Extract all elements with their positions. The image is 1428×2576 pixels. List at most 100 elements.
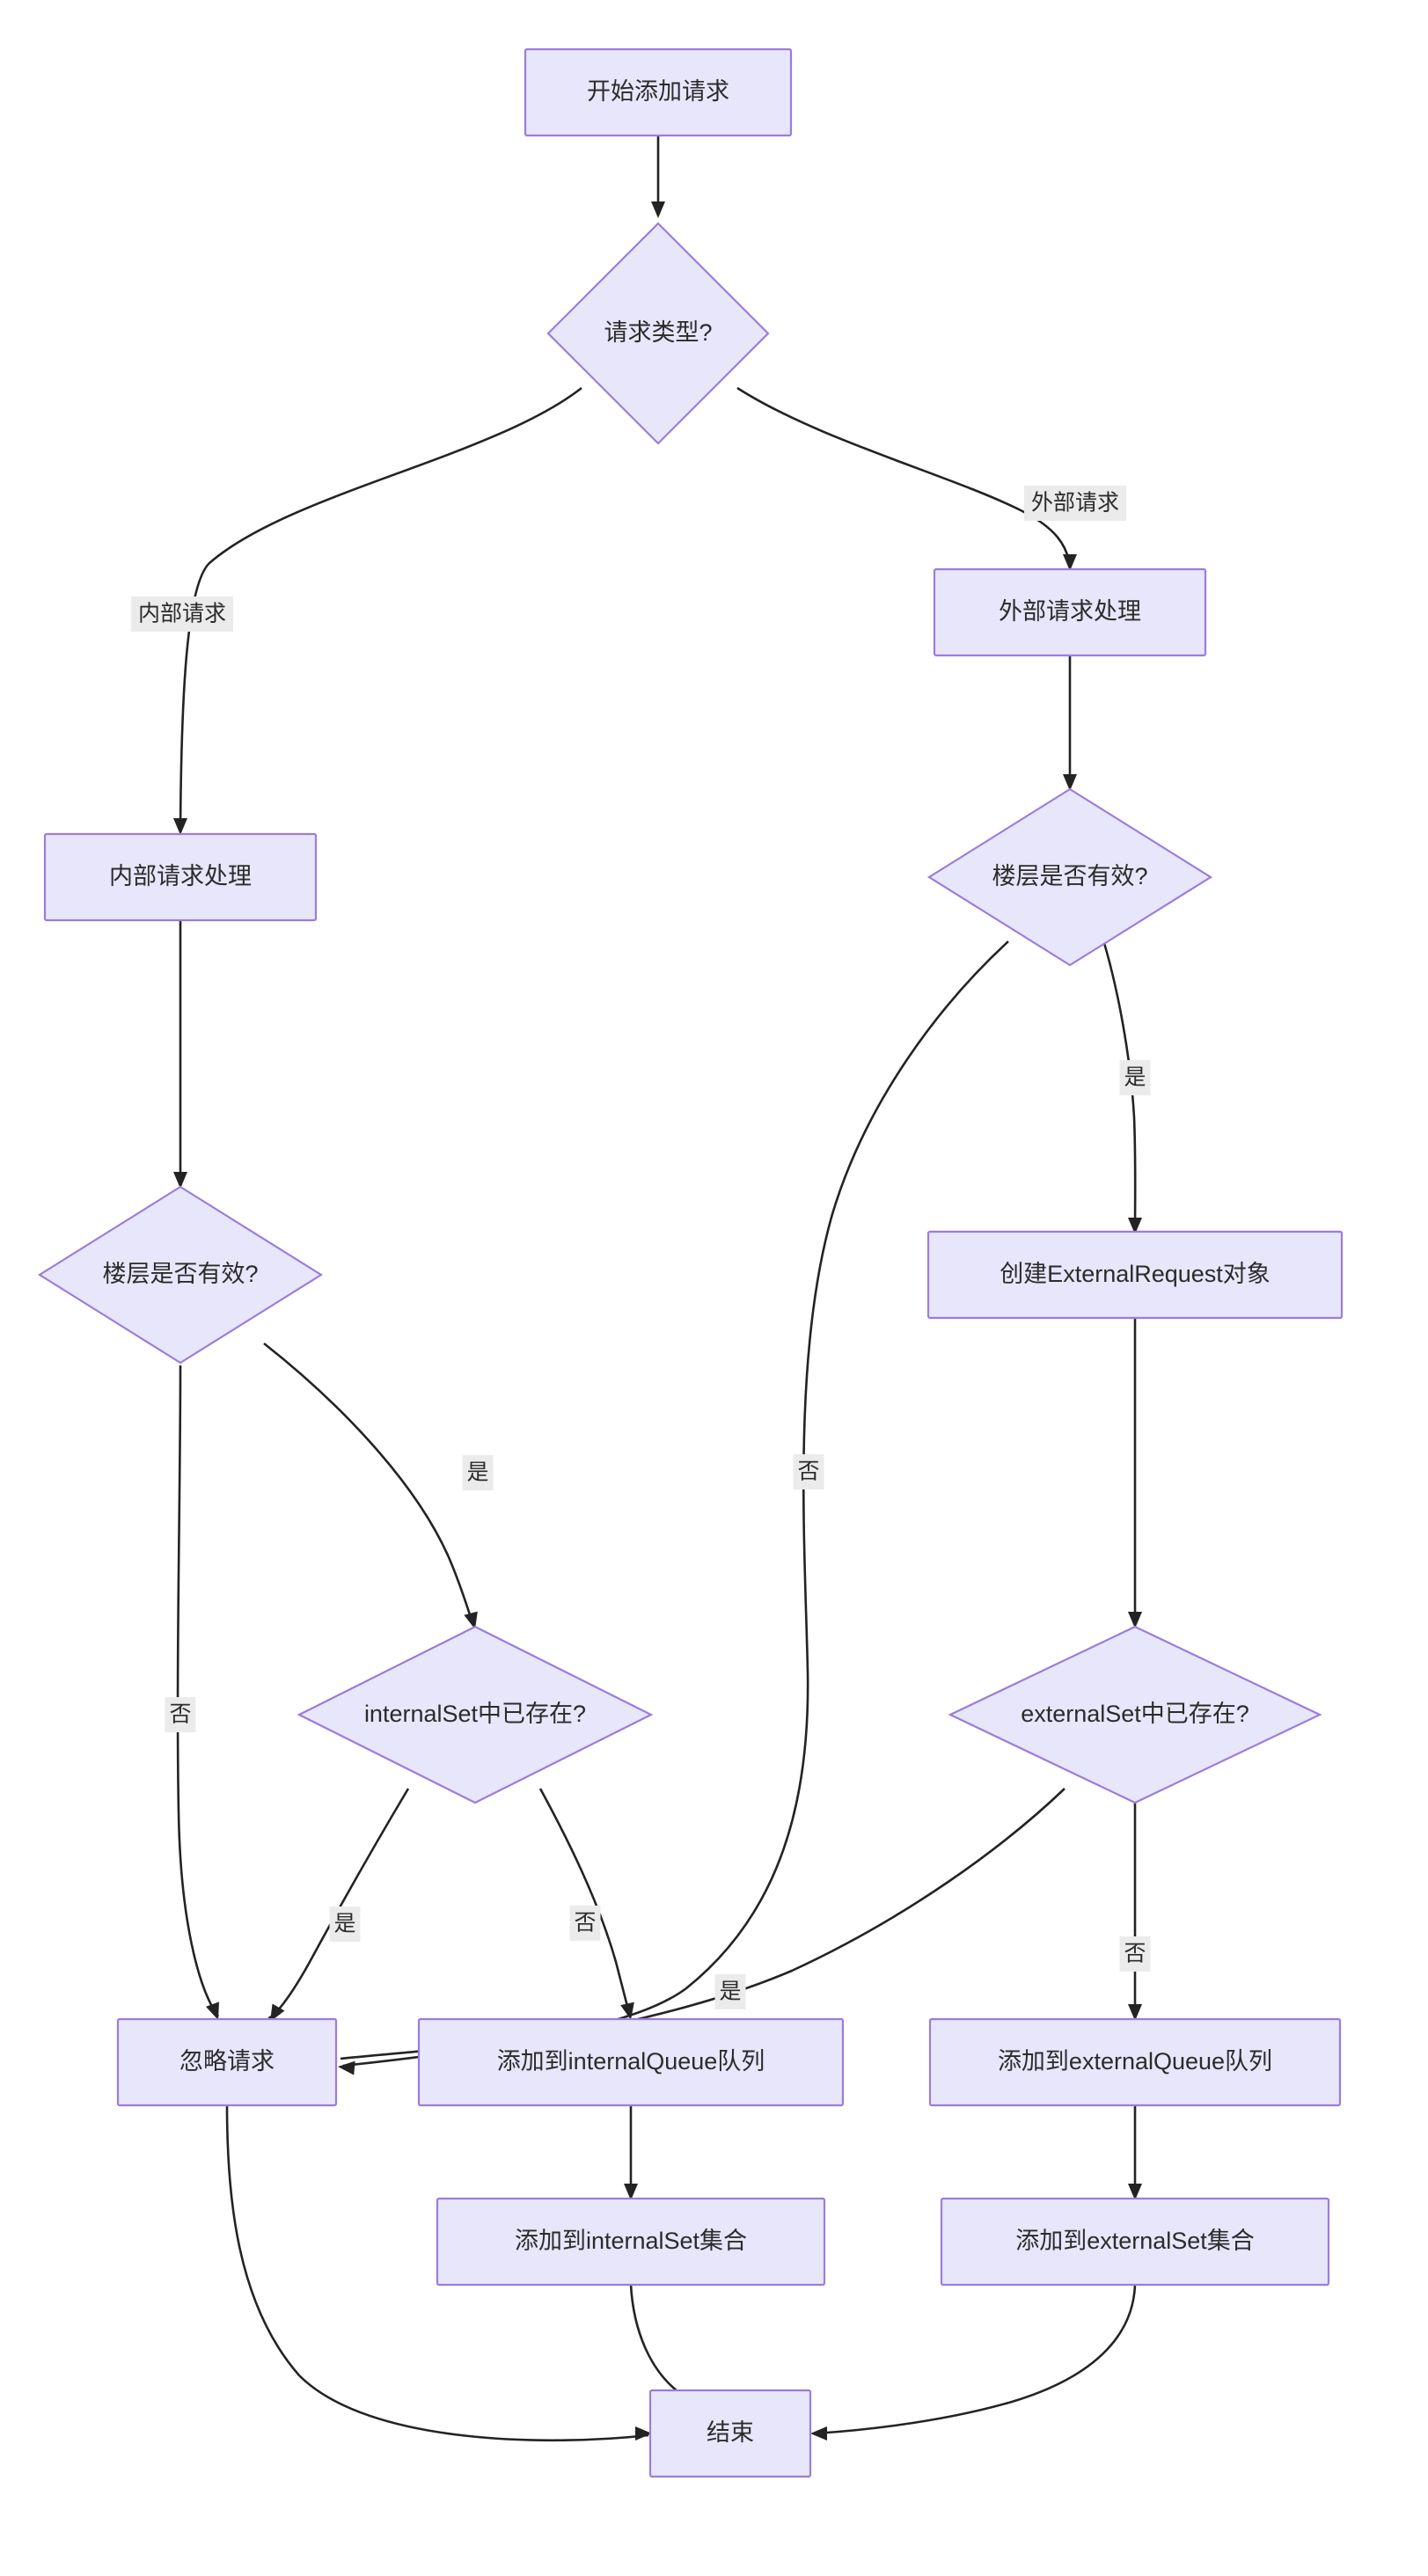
node-ignore[interactable]: 忽略请求 <box>116 2017 338 2107</box>
arrowhead-a-createext <box>1128 1218 1142 1234</box>
node-label-start: 开始添加请求 <box>587 78 729 105</box>
edge-label-text: 是 <box>333 1912 355 1936</box>
edge-label-extsetcheck-to-ignore: 是 <box>714 1974 746 2009</box>
node-extset[interactable]: 添加到externalSet集合 <box>940 2197 1330 2287</box>
arrowhead-a-intset <box>624 2184 638 2200</box>
edge-label-background <box>714 1974 746 2009</box>
edge-label-text: 否 <box>1124 1942 1146 1966</box>
node-extproc[interactable]: 外部请求处理 <box>933 567 1207 657</box>
node-shape-rect <box>116 2017 338 2107</box>
node-shape-rect <box>926 1230 1344 1320</box>
edge-e-extset-end <box>813 2284 1137 2435</box>
edge-label-background <box>329 1906 361 1942</box>
node-label-extproc: 外部请求处理 <box>999 598 1141 625</box>
arrowheads-layer <box>173 201 1142 2441</box>
node-shape-rect <box>933 567 1207 657</box>
node-label-intsetcheck: internalSet中已存在? <box>364 1701 586 1727</box>
edge-label-reqtype-to-intproc: 内部请求 <box>131 596 233 632</box>
edge-label-reqtype-to-extproc: 外部请求 <box>1024 486 1126 521</box>
node-shape-rect <box>524 48 793 137</box>
node-shape-diamond <box>297 1625 654 1804</box>
edge-label-background <box>462 1455 494 1490</box>
arrowhead-a-intfloor <box>173 1172 187 1189</box>
node-shape-rect <box>928 2017 1342 2107</box>
edge-e-intfloor-intsetcheck <box>263 1342 476 1627</box>
node-label-intproc: 内部请求处理 <box>109 863 252 889</box>
node-label-extfloor: 楼层是否有效? <box>992 863 1147 889</box>
node-intproc[interactable]: 内部请求处理 <box>43 832 318 922</box>
node-label-reqtype: 请求类型? <box>604 319 712 346</box>
node-label-extset: 添加到externalSet集合 <box>1015 2228 1255 2254</box>
edge-label-intfloor-to-ignore: 否 <box>165 1697 196 1732</box>
edge-label-background <box>165 1697 196 1732</box>
arrowhead-a-extset <box>1128 2184 1142 2200</box>
edge-label-text: 内部请求 <box>138 602 226 626</box>
node-shape-diamond <box>546 222 770 445</box>
node-shape-rect <box>940 2197 1330 2287</box>
edge-label-background <box>569 1906 601 1941</box>
node-extsetcheck[interactable]: externalSet中已存在? <box>948 1625 1322 1804</box>
edge-e-intsetcheck-ignore <box>267 1788 410 2020</box>
node-label-intset: 添加到internalSet集合 <box>515 2228 747 2254</box>
node-end[interactable]: 结束 <box>648 2389 812 2478</box>
edge-e-reqtype-intproc <box>179 386 582 831</box>
arrowhead-a-extqueue <box>1128 2004 1142 2021</box>
edge-e-intfloor-ignore <box>176 1365 220 2017</box>
node-label-end: 结束 <box>707 2419 754 2446</box>
edge-label-text: 是 <box>719 1980 741 2004</box>
edge-label-background <box>793 1454 824 1489</box>
edge-label-intsetcheck-to-intqueue: 否 <box>569 1906 601 1941</box>
edge-labels-layer: 内部请求外部请求是否是否是否是否 <box>131 486 1151 2009</box>
edge-label-text: 外部请求 <box>1031 491 1119 516</box>
edge-label-text: 否 <box>169 1702 191 1727</box>
node-shape-diamond <box>926 787 1213 967</box>
arrowhead-a-extsetcheck <box>1128 1612 1142 1628</box>
edge-label-extsetcheck-to-extqueue: 否 <box>1119 1936 1151 1972</box>
node-intsetcheck[interactable]: internalSet中已存在? <box>297 1625 654 1804</box>
edge-label-text: 否 <box>797 1460 819 1484</box>
edge-label-background <box>1119 1936 1151 1972</box>
edge-e-reqtype-extproc <box>736 386 1072 567</box>
node-createext[interactable]: 创建ExternalRequest对象 <box>926 1230 1344 1320</box>
node-reqtype[interactable]: 请求类型? <box>546 222 770 445</box>
node-label-intfloor: 楼层是否有效? <box>102 1261 258 1287</box>
node-intset[interactable]: 添加到internalSet集合 <box>436 2197 826 2287</box>
edge-label-extfloor-to-ignore: 否 <box>793 1454 824 1489</box>
arrowhead-a-intqueue <box>620 2002 634 2020</box>
arrowhead-a-intsetcheck <box>464 1611 478 1629</box>
arrowhead-a-ignore-1 <box>205 2002 220 2020</box>
node-shape-diamond <box>37 1185 324 1365</box>
node-label-extsetcheck: externalSet中已存在? <box>1021 1701 1249 1727</box>
node-label-createext: 创建ExternalRequest对象 <box>1000 1261 1271 1287</box>
node-extfloor[interactable]: 楼层是否有效? <box>926 787 1213 967</box>
edge-e-extfloor-ignore <box>340 940 1009 2060</box>
node-label-extqueue: 添加到externalQueue队列 <box>998 2048 1272 2075</box>
edge-label-text: 是 <box>1124 1065 1146 1090</box>
node-shape-rect <box>648 2389 812 2478</box>
edge-label-background <box>1119 1060 1151 1095</box>
node-shape-rect <box>43 832 318 922</box>
arrowhead-a-ignore-2 <box>270 2003 285 2022</box>
arrowhead-a-reqtype <box>651 201 665 218</box>
node-intqueue[interactable]: 添加到internalQueue队列 <box>417 2017 845 2107</box>
node-shape-rect <box>417 2017 845 2107</box>
node-label-intqueue: 添加到internalQueue队列 <box>497 2048 765 2075</box>
edge-label-text: 否 <box>574 1911 596 1936</box>
edge-label-background <box>1024 486 1126 521</box>
node-label-ignore: 忽略请求 <box>179 2048 275 2075</box>
edge-e-ignore-end <box>225 2104 649 2442</box>
node-extqueue[interactable]: 添加到externalQueue队列 <box>928 2017 1342 2107</box>
edge-label-extfloor-to-createext: 是 <box>1119 1060 1151 1095</box>
node-shape-rect <box>436 2197 826 2287</box>
nodes-layer: 开始添加请求请求类型?外部请求处理内部请求处理楼层是否有效?楼层是否有效?创建E… <box>37 48 1344 2478</box>
edge-label-text: 是 <box>466 1460 488 1485</box>
edge-label-intsetcheck-to-ignore: 是 <box>329 1906 361 1942</box>
edge-e-intsetcheck-intqueue <box>538 1788 632 2017</box>
arrowhead-a-extproc <box>1063 554 1077 571</box>
edge-e-extfloor-createext <box>1100 933 1137 1231</box>
node-start[interactable]: 开始添加请求 <box>524 48 793 137</box>
node-intfloor[interactable]: 楼层是否有效? <box>37 1185 324 1365</box>
edge-label-background <box>131 596 233 632</box>
